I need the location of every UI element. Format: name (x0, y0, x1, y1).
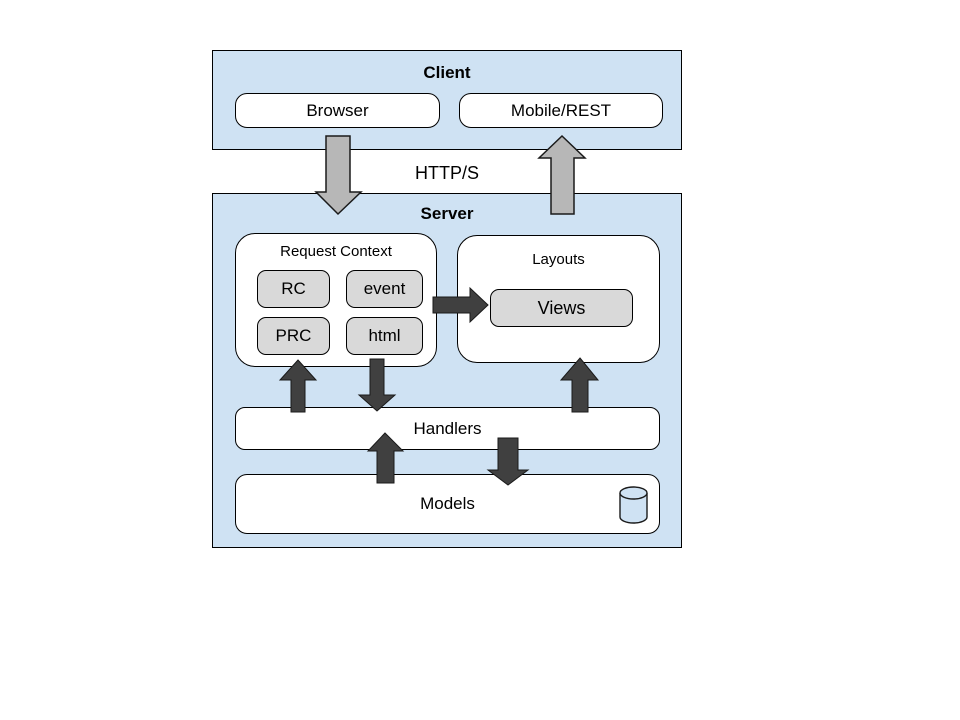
chip-rc: RC (257, 270, 330, 308)
client-title: Client (423, 63, 471, 82)
browser-label: Browser (306, 100, 369, 120)
request-context-title: Request Context (280, 243, 392, 260)
models-box: Models (235, 474, 660, 534)
mobile-rest-label: Mobile/REST (510, 100, 612, 120)
chip-html: html (346, 317, 423, 355)
chip-prc-label: PRC (275, 326, 312, 345)
chip-event: event (346, 270, 423, 308)
layouts-title: Layouts (532, 251, 585, 268)
server-title: Server (420, 204, 474, 223)
views-box: Views (490, 289, 633, 327)
views-label: Views (537, 297, 586, 318)
handlers-label: Handlers (413, 418, 482, 438)
mobile-rest-box: Mobile/REST (459, 93, 663, 128)
http-label: HTTP/S (414, 163, 479, 183)
chip-prc: PRC (257, 317, 330, 355)
models-label: Models (420, 494, 475, 513)
browser-box: Browser (235, 93, 440, 128)
chip-event-label: event (363, 279, 406, 298)
handlers-box: Handlers (235, 407, 660, 450)
chip-html-label: html (368, 326, 401, 345)
database-icon (619, 486, 648, 524)
chip-rc-label: RC (281, 279, 306, 298)
